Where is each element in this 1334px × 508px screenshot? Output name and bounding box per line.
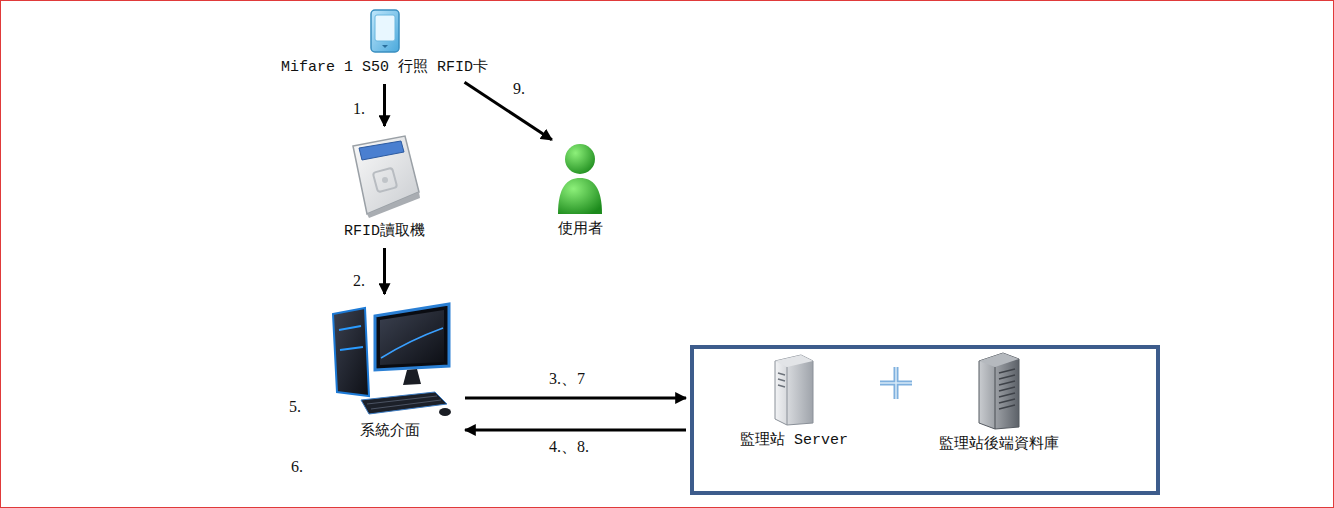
step-number: 1.	[352, 100, 366, 118]
system-computer: 系統介面	[319, 298, 461, 444]
rfid-card-icon	[368, 8, 402, 54]
callout-number: 6.	[290, 458, 304, 476]
server-tower: 監理站 Server	[734, 351, 854, 453]
flow-arrow	[465, 397, 686, 400]
flow-arrow	[383, 248, 386, 294]
callout-number: 5.	[288, 398, 302, 416]
flow-arrow	[383, 84, 386, 126]
dmv-backend-box: 監理站 Server 監理站後端資料庫	[690, 345, 1160, 495]
server-tower-icon	[769, 353, 819, 427]
system-computer-icon	[325, 300, 455, 418]
step-number: 2.	[352, 272, 366, 290]
plus-symbol	[876, 363, 916, 403]
node-label: 監理站後端資料庫	[939, 435, 1059, 455]
node-label: 監理站 Server	[740, 431, 848, 451]
database-tower-icon	[973, 351, 1025, 431]
node-label: Mifare 1 S50 行照 RFID卡	[281, 58, 488, 78]
flow-arrow	[465, 82, 552, 140]
step-number: 9.	[512, 80, 526, 98]
node-label: RFID讀取機	[344, 222, 425, 242]
node-label: 使用者	[558, 220, 603, 240]
rfid-reader: RFID讀取機	[338, 130, 431, 244]
node-label: 系統介面	[360, 422, 420, 442]
rfid-card: Mifare 1 S50 行照 RFID卡	[275, 6, 494, 80]
database-tower: 監理站後端資料庫	[933, 349, 1065, 457]
step-number: 4.、8.	[548, 438, 590, 456]
user-figure-icon	[555, 142, 605, 216]
flow-arrow	[465, 429, 686, 432]
step-number: 3.、7	[548, 370, 586, 388]
rfid-reader-icon	[345, 132, 425, 218]
user-figure: 使用者	[549, 140, 611, 242]
